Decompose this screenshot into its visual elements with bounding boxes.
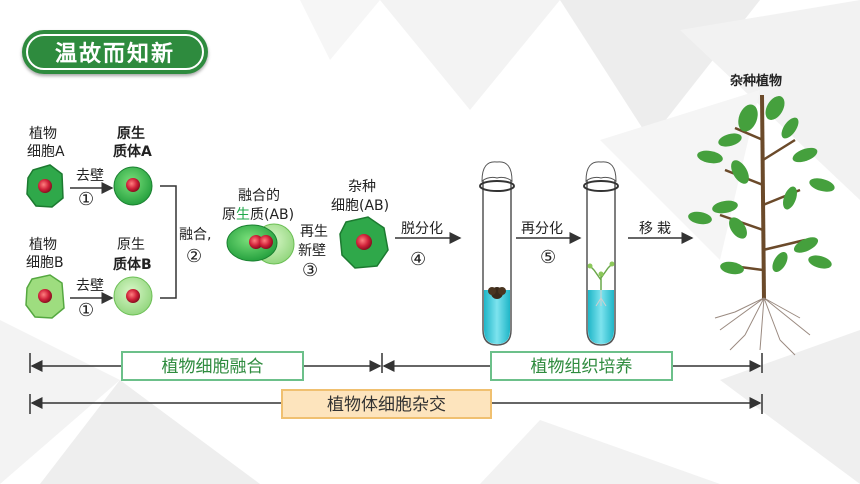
range-box-tissue-culture: 植物组织培养 <box>490 351 673 381</box>
fusion-bracket <box>160 185 177 299</box>
dedifferentiation-label: 脱分化 <box>401 221 443 237</box>
step-3-marker: ③ <box>302 260 319 281</box>
regenerate-wall-label-1: 再生 <box>300 224 328 240</box>
range-line-culture <box>382 353 763 373</box>
step-1-marker-a: ① <box>78 189 95 210</box>
protoplast-a-label-1: 原生 <box>117 126 145 142</box>
hybrid-plant-label: 杂种植物 <box>730 74 783 89</box>
plant-cell-b <box>25 274 65 319</box>
title-badge: 温故而知新 <box>22 30 208 74</box>
protoplast-b-label-1: 原生 <box>117 237 145 253</box>
redifferentiation-label: 再分化 <box>521 221 563 237</box>
regenerate-wall-label-2: 新壁 <box>298 243 326 259</box>
hybrid-cell-label-2: 细胞(AB) <box>331 198 390 214</box>
hybrid-cell <box>339 216 389 269</box>
plant-cell-a <box>26 164 64 208</box>
page-title: 温故而知新 <box>54 42 175 67</box>
protoplast-a <box>113 166 153 206</box>
title-badge-border <box>26 34 204 70</box>
range-box-cell-fusion: 植物细胞融合 <box>121 351 304 381</box>
range-line-fusion <box>29 353 383 373</box>
cell-a-label-1: 植物 <box>29 126 57 142</box>
test-tube-callus <box>479 161 515 346</box>
transplant-label: 移栽 <box>639 221 675 237</box>
test-tube-seedling <box>583 161 619 346</box>
cell-b-label-1: 植物 <box>29 237 57 253</box>
step-5-marker: ⑤ <box>540 247 557 268</box>
step-1-marker-b: ① <box>78 300 95 321</box>
protoplast-b <box>113 276 153 316</box>
step-4-marker: ④ <box>410 249 427 270</box>
range-line-hybridization <box>29 394 763 414</box>
range-box-somatic-hybridization: 植物体细胞杂交 <box>281 389 492 419</box>
fused-protoplast <box>226 223 295 265</box>
fused-protoplast-label-1: 融合的 <box>238 188 280 204</box>
hybrid-cell-label-1: 杂种 <box>348 179 376 195</box>
step-2-marker: ② <box>186 246 203 267</box>
fused-protoplast-label-2: 原生质(AB) <box>222 207 295 223</box>
protoplast-b-label-2: 质体B <box>113 257 152 273</box>
protoplast-a-label-2: 质体A <box>113 144 152 160</box>
remove-wall-label-a: 去壁 <box>76 168 104 184</box>
cell-a-label-2: 细胞A <box>27 144 65 160</box>
cell-b-label-2: 细胞B <box>26 255 64 271</box>
fusion-label: 融合, <box>179 227 212 243</box>
remove-wall-label-b: 去壁 <box>76 278 104 294</box>
hybrid-plant <box>688 94 835 356</box>
